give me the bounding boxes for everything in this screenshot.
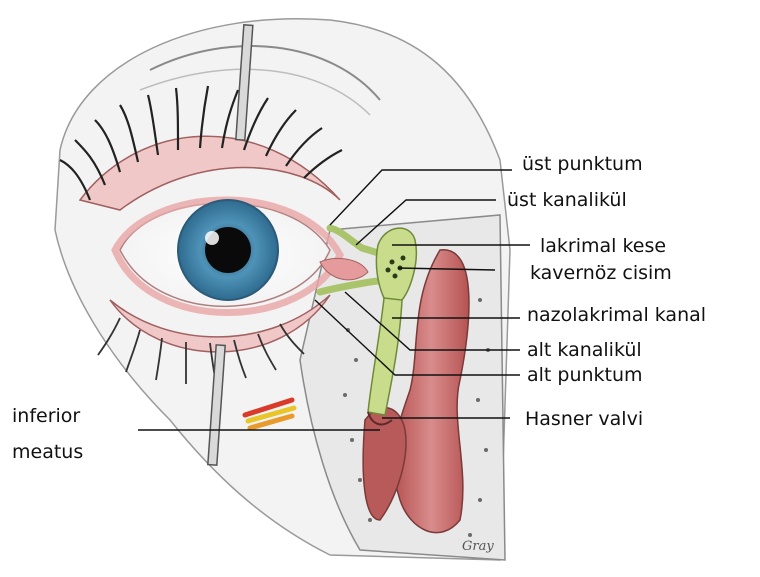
label-lakrimal-kese: lakrimal kese (540, 235, 666, 257)
label-ust-punktum: üst punktum (522, 153, 643, 175)
label-meatus: meatus (12, 441, 83, 463)
artist-signature: Gray (462, 539, 494, 554)
label-inferior: inferior (12, 405, 80, 427)
label-nazolakrimal-kanal: nazolakrimal kanal (527, 304, 706, 326)
eye-highlight (205, 231, 219, 245)
label-kavernoz-cisim: kavernöz cisim (530, 262, 672, 284)
label-ust-kanalikul: üst kanalikül (507, 189, 627, 211)
label-alt-kanalikul: alt kanalikül (527, 339, 642, 361)
label-alt-punktum: alt punktum (527, 364, 643, 386)
label-hasner-valvi: Hasner valvi (525, 408, 643, 430)
